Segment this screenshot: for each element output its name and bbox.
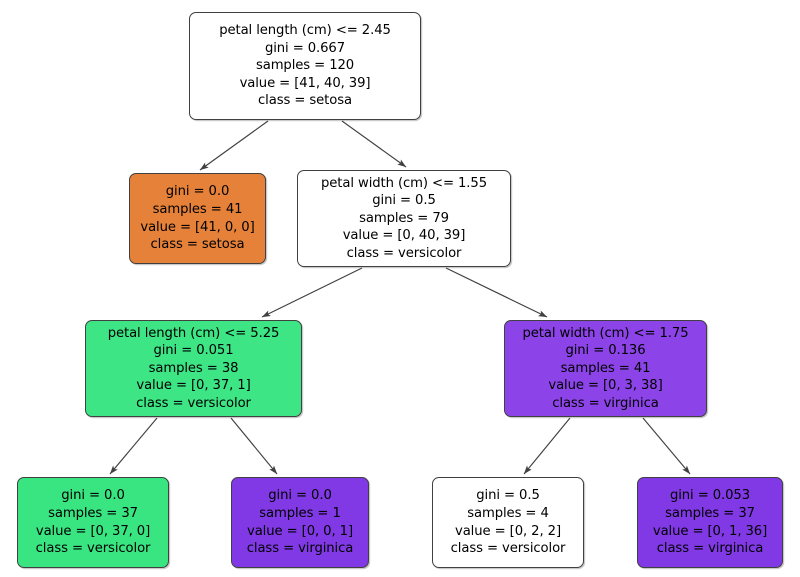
tree-node-n0-line-1: gini = 0.667	[264, 40, 346, 56]
tree-edge-n0-to-n2	[341, 120, 407, 168]
tree-node-n5-line-0: gini = 0.0	[61, 488, 125, 504]
tree-node-n3-line-4: class = versicolor	[136, 395, 251, 411]
tree-node-n0-line-2: samples = 120	[255, 58, 355, 74]
tree-node-n0-line-4: class = setosa	[258, 93, 352, 109]
tree-node-n1-line-1: samples = 41	[152, 201, 243, 217]
tree-node-n6-line-0: gini = 0.0	[268, 488, 332, 504]
tree-edge-n3-to-n6	[230, 417, 278, 475]
tree-node-n6-line-2: value = [0, 0, 1]	[247, 523, 353, 539]
tree-edge-n3-to-n5	[109, 417, 158, 475]
tree-node-n8-line-0: gini = 0.053	[669, 488, 751, 504]
tree-node-n2-line-4: class = versicolor	[346, 245, 462, 261]
tree-edge-n2-to-n4	[445, 267, 548, 318]
tree-node-n7-line-3: class = versicolor	[450, 541, 566, 557]
tree-node-n7-line-2: value = [0, 2, 2]	[455, 523, 561, 539]
tree-node-n2-line-0: petal width (cm) <= 1.55	[321, 175, 487, 191]
tree-node-n7-line-1: samples = 4	[467, 505, 549, 521]
tree-node-n3-line-3: value = [0, 37, 1]	[136, 378, 251, 394]
tree-node-n0-line-3: value = [41, 40, 39]	[239, 75, 371, 91]
tree-node-n1-line-3: class = setosa	[150, 237, 245, 253]
tree-node-n8-line-1: samples = 37	[665, 505, 755, 521]
tree-node-n4-line-0: petal width (cm) <= 1.75	[522, 325, 689, 341]
tree-edge-n2-to-n3	[261, 267, 363, 318]
tree-node-n5-line-1: samples = 37	[48, 505, 138, 521]
tree-node-n5-line-3: class = versicolor	[35, 541, 151, 557]
tree-node-n3-line-2: samples = 38	[148, 360, 239, 376]
tree-node-n4-line-3: value = [0, 3, 38]	[548, 378, 663, 394]
tree-node-n4-line-1: gini = 0.136	[565, 343, 646, 359]
tree-node-n7-line-0: gini = 0.5	[476, 488, 540, 504]
tree-node-n2-line-3: value = [0, 40, 39]	[342, 228, 466, 244]
tree-node-n4-line-4: class = virginica	[552, 395, 659, 411]
tree-node-n1-line-0: gini = 0.0	[165, 184, 230, 200]
tree-node-n6-line-1: samples = 1	[259, 505, 341, 521]
tree-edge-n4-to-n7	[523, 417, 571, 475]
tree-node-n1-line-2: value = [41, 0, 0]	[140, 219, 255, 235]
tree-node-n2-line-2: samples = 79	[359, 210, 449, 226]
tree-node-n6-line-3: class = virginica	[246, 541, 354, 557]
tree-node-n4-line-2: samples = 41	[560, 360, 651, 376]
tree-node-n0-line-0: petal length (cm) <= 2.45	[219, 23, 391, 39]
tree-node-n2-line-1: gini = 0.5	[372, 193, 436, 209]
tree-node-n8-line-3: class = virginica	[656, 541, 764, 557]
tree-node-n3-line-1: gini = 0.051	[153, 343, 234, 359]
tree-node-n8-line-2: value = [0, 1, 36]	[652, 523, 768, 539]
tree-edge-n4-to-n8	[642, 417, 691, 475]
tree-node-n3-line-0: petal length (cm) <= 5.25	[107, 325, 280, 341]
tree-edge-n0-to-n1	[199, 120, 269, 171]
tree-node-n5-line-2: value = [0, 37, 0]	[35, 523, 151, 539]
